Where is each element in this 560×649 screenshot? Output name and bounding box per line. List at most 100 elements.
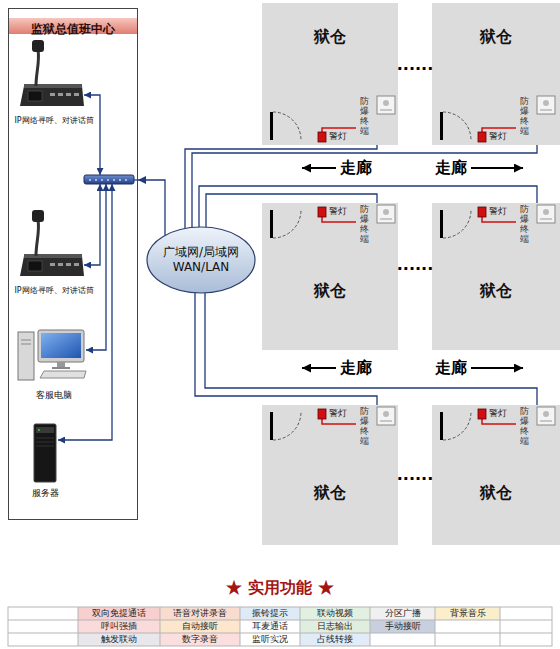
- corridor-label: 走廊: [340, 359, 372, 377]
- device-wire: [84, 184, 100, 265]
- device-wire: [86, 184, 106, 350]
- server-icon: [34, 424, 56, 482]
- terminal-speaker: [543, 209, 549, 215]
- server-icon: [36, 427, 54, 433]
- table-cell: 耳麦通话: [252, 620, 288, 633]
- door-symbol: [273, 112, 301, 140]
- table-cell: 日志输出: [317, 620, 353, 633]
- table-cell: 自动接听: [182, 620, 218, 633]
- table-cell: 监听实况: [252, 633, 288, 646]
- network-link: [185, 145, 377, 228]
- cloud-outline: [147, 227, 255, 293]
- door-symbol: [270, 112, 273, 140]
- microphone-icon: [20, 40, 84, 106]
- lamp-label: 警灯: [489, 206, 507, 216]
- corridor-label: 走廊: [435, 159, 467, 177]
- table-cell: 双向免提通话: [92, 607, 146, 620]
- device-label: 服务器: [32, 488, 59, 498]
- network-link: [205, 293, 537, 405]
- feature-table-cell: [160, 633, 240, 646]
- network-cloud: 广域网/局域网 WAN/LAN: [146, 226, 256, 294]
- microphone-icon: [20, 256, 84, 276]
- computer-icon: [18, 330, 86, 380]
- computer-icon: [21, 340, 31, 344]
- computer-icon: [52, 367, 70, 369]
- cell-label: 狱仓: [314, 282, 346, 300]
- server-icon: [38, 429, 40, 431]
- terminal-speaker: [377, 96, 395, 114]
- cell-label: 狱仓: [480, 484, 512, 502]
- lamp-label: 警灯: [329, 408, 347, 418]
- lamp-label: 警灯: [329, 206, 347, 216]
- terminal-speaker: [537, 205, 555, 223]
- alarm-lamp: [478, 132, 486, 142]
- door-symbol: [440, 112, 443, 140]
- device-label: 客服电脑: [36, 390, 72, 400]
- terminal-speaker: [537, 407, 555, 425]
- microphone-icon: [36, 220, 39, 256]
- network-switch: [125, 179, 127, 181]
- lamp-label: 警灯: [489, 408, 507, 418]
- feature-table-cell: [78, 620, 160, 633]
- explosion-proof-terminal: 防爆终端: [358, 203, 396, 253]
- corridor-arrow: [471, 367, 523, 369]
- terminal-label: 防爆终端: [520, 205, 529, 245]
- device-label: IP网络寻呼、对讲话筒: [14, 286, 93, 296]
- computer-icon: [18, 332, 34, 380]
- cell-label: 狱仓: [314, 28, 346, 46]
- prison-cell: 狱仓防爆终端: [262, 3, 398, 145]
- feature-table-grid: [8, 607, 552, 646]
- device-node: IP网络寻呼、对讲话筒: [10, 208, 98, 296]
- ellipsis-mark: ......: [397, 56, 433, 74]
- ellipsis-mark: ......: [397, 466, 433, 484]
- microphone-icon: [36, 50, 39, 86]
- feature-table-cell: [78, 607, 500, 646]
- feature-table-cell: [160, 620, 240, 633]
- door-symbol: [273, 412, 301, 440]
- feature-table-cell: [370, 620, 435, 633]
- lamp-label: 警灯: [489, 131, 507, 141]
- table-cell: 手动接听: [385, 620, 421, 633]
- terminal-speaker: [540, 421, 552, 422]
- network-switch: [95, 179, 97, 181]
- alarm-lamp-wire: [322, 128, 516, 424]
- terminal-speaker: [383, 100, 389, 106]
- microphone-icon: [28, 261, 42, 271]
- control-center-panel: 监狱总值班中心IP网络寻呼、对讲话筒IP网络寻呼、对讲话筒客服电脑服务器: [8, 8, 138, 520]
- prison-cell-floor: [262, 3, 560, 545]
- terminal-label: 防爆终端: [520, 97, 529, 137]
- terminal-speaker: [380, 421, 392, 422]
- computer-icon: [40, 371, 86, 378]
- door-symbol: [443, 210, 471, 238]
- panel-heading: 监狱总值班中心: [31, 21, 115, 37]
- microphone-icon: [24, 254, 82, 258]
- cell-label: 狱仓: [480, 28, 512, 46]
- door-symbol: [273, 210, 301, 238]
- table-cell: 背景音乐: [450, 607, 486, 620]
- feature-table-cell: [78, 633, 160, 646]
- alarm-lamp: [478, 409, 486, 419]
- terminal-speaker: [540, 219, 552, 220]
- terminal-label: 防爆终端: [360, 205, 369, 245]
- prison-cell-floor: [432, 3, 560, 145]
- microphone-icon: [50, 263, 55, 266]
- feature-table-cell: [160, 607, 240, 620]
- microphone-icon: [32, 210, 44, 222]
- door-symbol: [270, 412, 273, 440]
- device-node: 服务器: [19, 420, 71, 498]
- door-symbol: [443, 112, 471, 140]
- terminal-label: 防爆终端: [360, 407, 369, 447]
- prison-cell: 狱仓防爆终端: [262, 405, 398, 545]
- network-link: [206, 194, 377, 227]
- table-cell: 数字录音: [182, 633, 218, 646]
- terminal-speaker: [383, 411, 389, 417]
- explosion-proof-terminal: 防爆终端: [358, 405, 396, 455]
- door-symbol: [270, 112, 471, 440]
- network-switch: [89, 179, 91, 181]
- device-wire: [84, 95, 100, 175]
- corridor-arrow: [302, 168, 523, 368]
- microphone-icon: [74, 263, 79, 266]
